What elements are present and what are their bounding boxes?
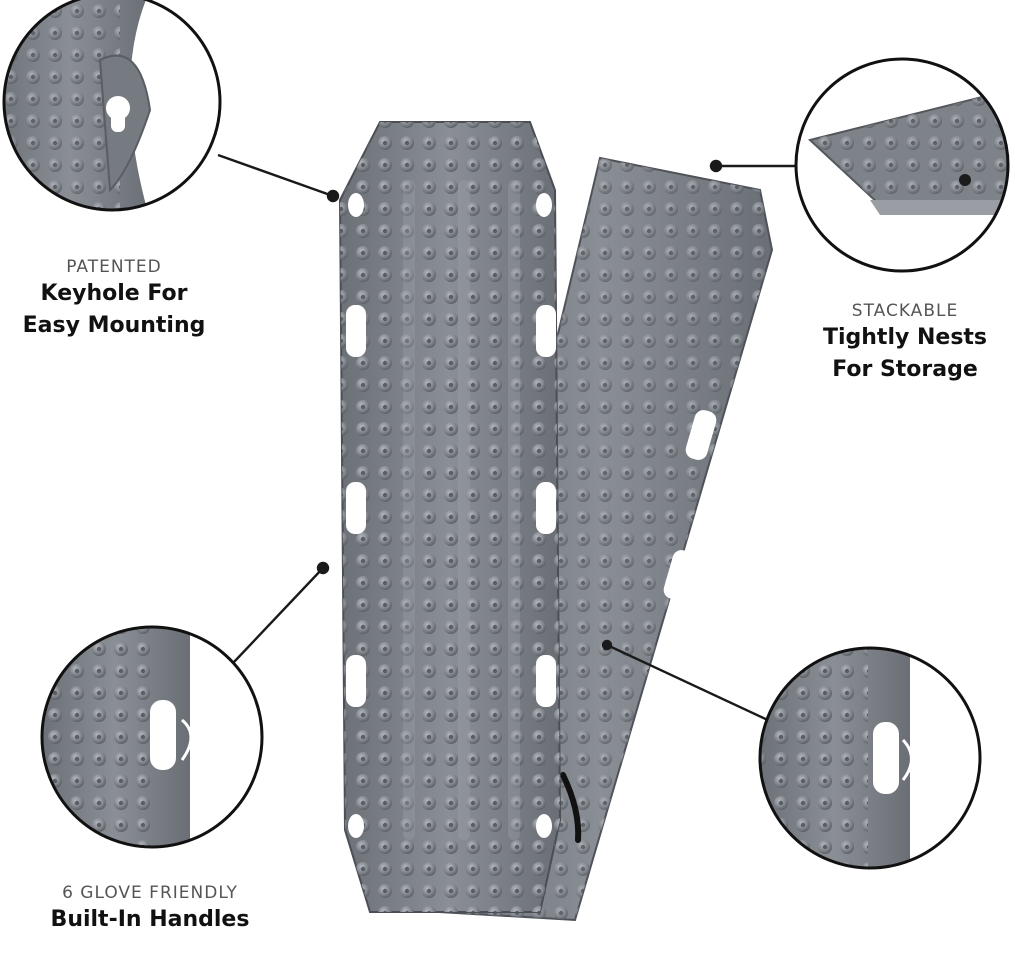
caption-headline-line2: Easy Mounting bbox=[22, 313, 206, 338]
caption-kicker: 6 GLOVE FRIENDLY bbox=[62, 883, 238, 903]
recovery-board-front bbox=[338, 121, 562, 913]
caption-headline-line1: Keyhole For bbox=[40, 281, 188, 306]
caption-headline-line1: Tightly Nests bbox=[822, 325, 988, 350]
zoom-circle-stacked bbox=[794, 57, 1010, 273]
caption-kicker: PATENTED bbox=[66, 257, 162, 277]
caption-kicker: STACKABLE bbox=[851, 301, 959, 321]
caption-headline-line1: Built-In Handles bbox=[50, 907, 250, 932]
callout-connectors bbox=[217, 153, 795, 724]
caption-stackable: STACKABLE Tightly Nests For Storage bbox=[800, 300, 1010, 386]
caption-handles: 6 GLOVE FRIENDLY Built-In Handles bbox=[30, 882, 270, 936]
zoom-circle-handle-right bbox=[758, 646, 982, 870]
caption-headline-line2: For Storage bbox=[832, 357, 978, 382]
zoom-circle-keyhole bbox=[2, 0, 222, 212]
caption-keyhole: PATENTED Keyhole For Easy Mounting bbox=[0, 256, 228, 342]
